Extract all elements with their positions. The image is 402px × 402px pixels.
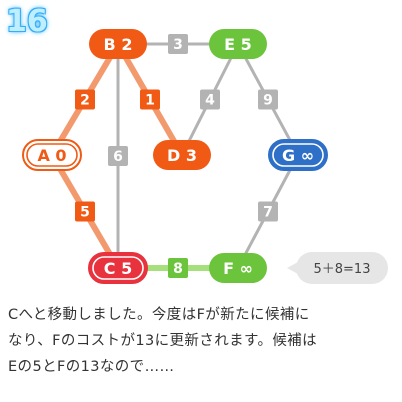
svg-text:D 3: D 3: [167, 146, 197, 165]
svg-text:G ∞: G ∞: [282, 146, 314, 165]
edge-weight-b-d: 1: [140, 89, 160, 110]
explanation-caption: Cへと移動しました。今度はFが新たに候補に なり、Fのコストが13に更新されます…: [8, 302, 396, 380]
svg-text:F ∞: F ∞: [223, 259, 253, 278]
node-f: F ∞: [209, 253, 267, 283]
svg-text:6: 6: [113, 149, 123, 165]
cost-callout: 5＋8=13: [287, 252, 388, 284]
caption-line: なり、Fのコストが13に更新されます。候補は: [8, 333, 318, 349]
svg-text:2: 2: [80, 93, 90, 109]
svg-text:7: 7: [263, 205, 273, 221]
caption-line: Eの5とFの13なので……: [8, 359, 175, 375]
svg-text:1: 1: [145, 93, 155, 109]
svg-text:5: 5: [80, 205, 90, 221]
edge-weight-b-e: 3: [168, 34, 188, 54]
edge-weight-a-b: 2: [75, 89, 95, 110]
node-c: C 5: [88, 252, 148, 284]
svg-text:3: 3: [173, 37, 183, 53]
step-number: 16: [6, 4, 48, 39]
svg-text:C 5: C 5: [104, 259, 132, 278]
graph-canvas: 2 1 5 6 3 4 9 8 7 A 0 B 2 C 5 D 3 E 5 F ∞ G ∞ 5＋8=13: [22, 29, 388, 284]
svg-text:B 2: B 2: [104, 35, 133, 54]
edge-weight-e-g: 9: [258, 89, 278, 110]
caption-line: Cへと移動しました。今度はFが新たに候補に: [8, 307, 310, 323]
svg-text:8: 8: [173, 261, 183, 277]
edge-weight-c-f: 8: [168, 258, 188, 278]
svg-text:9: 9: [263, 93, 273, 109]
node-a: A 0: [22, 139, 82, 171]
edge-weight-b-c: 6: [108, 146, 128, 166]
edge-weight-g-f: 7: [258, 201, 278, 222]
svg-text:E 5: E 5: [224, 35, 252, 54]
svg-text:5＋8=13: 5＋8=13: [314, 262, 371, 277]
node-d: D 3: [153, 140, 211, 170]
svg-text:A 0: A 0: [37, 146, 66, 165]
node-b: B 2: [89, 29, 147, 59]
edge-weight-a-c: 5: [75, 201, 95, 222]
node-e: E 5: [209, 29, 267, 59]
svg-text:4: 4: [205, 93, 215, 109]
node-g: G ∞: [268, 139, 328, 171]
edge-weight-d-e: 4: [200, 89, 220, 110]
